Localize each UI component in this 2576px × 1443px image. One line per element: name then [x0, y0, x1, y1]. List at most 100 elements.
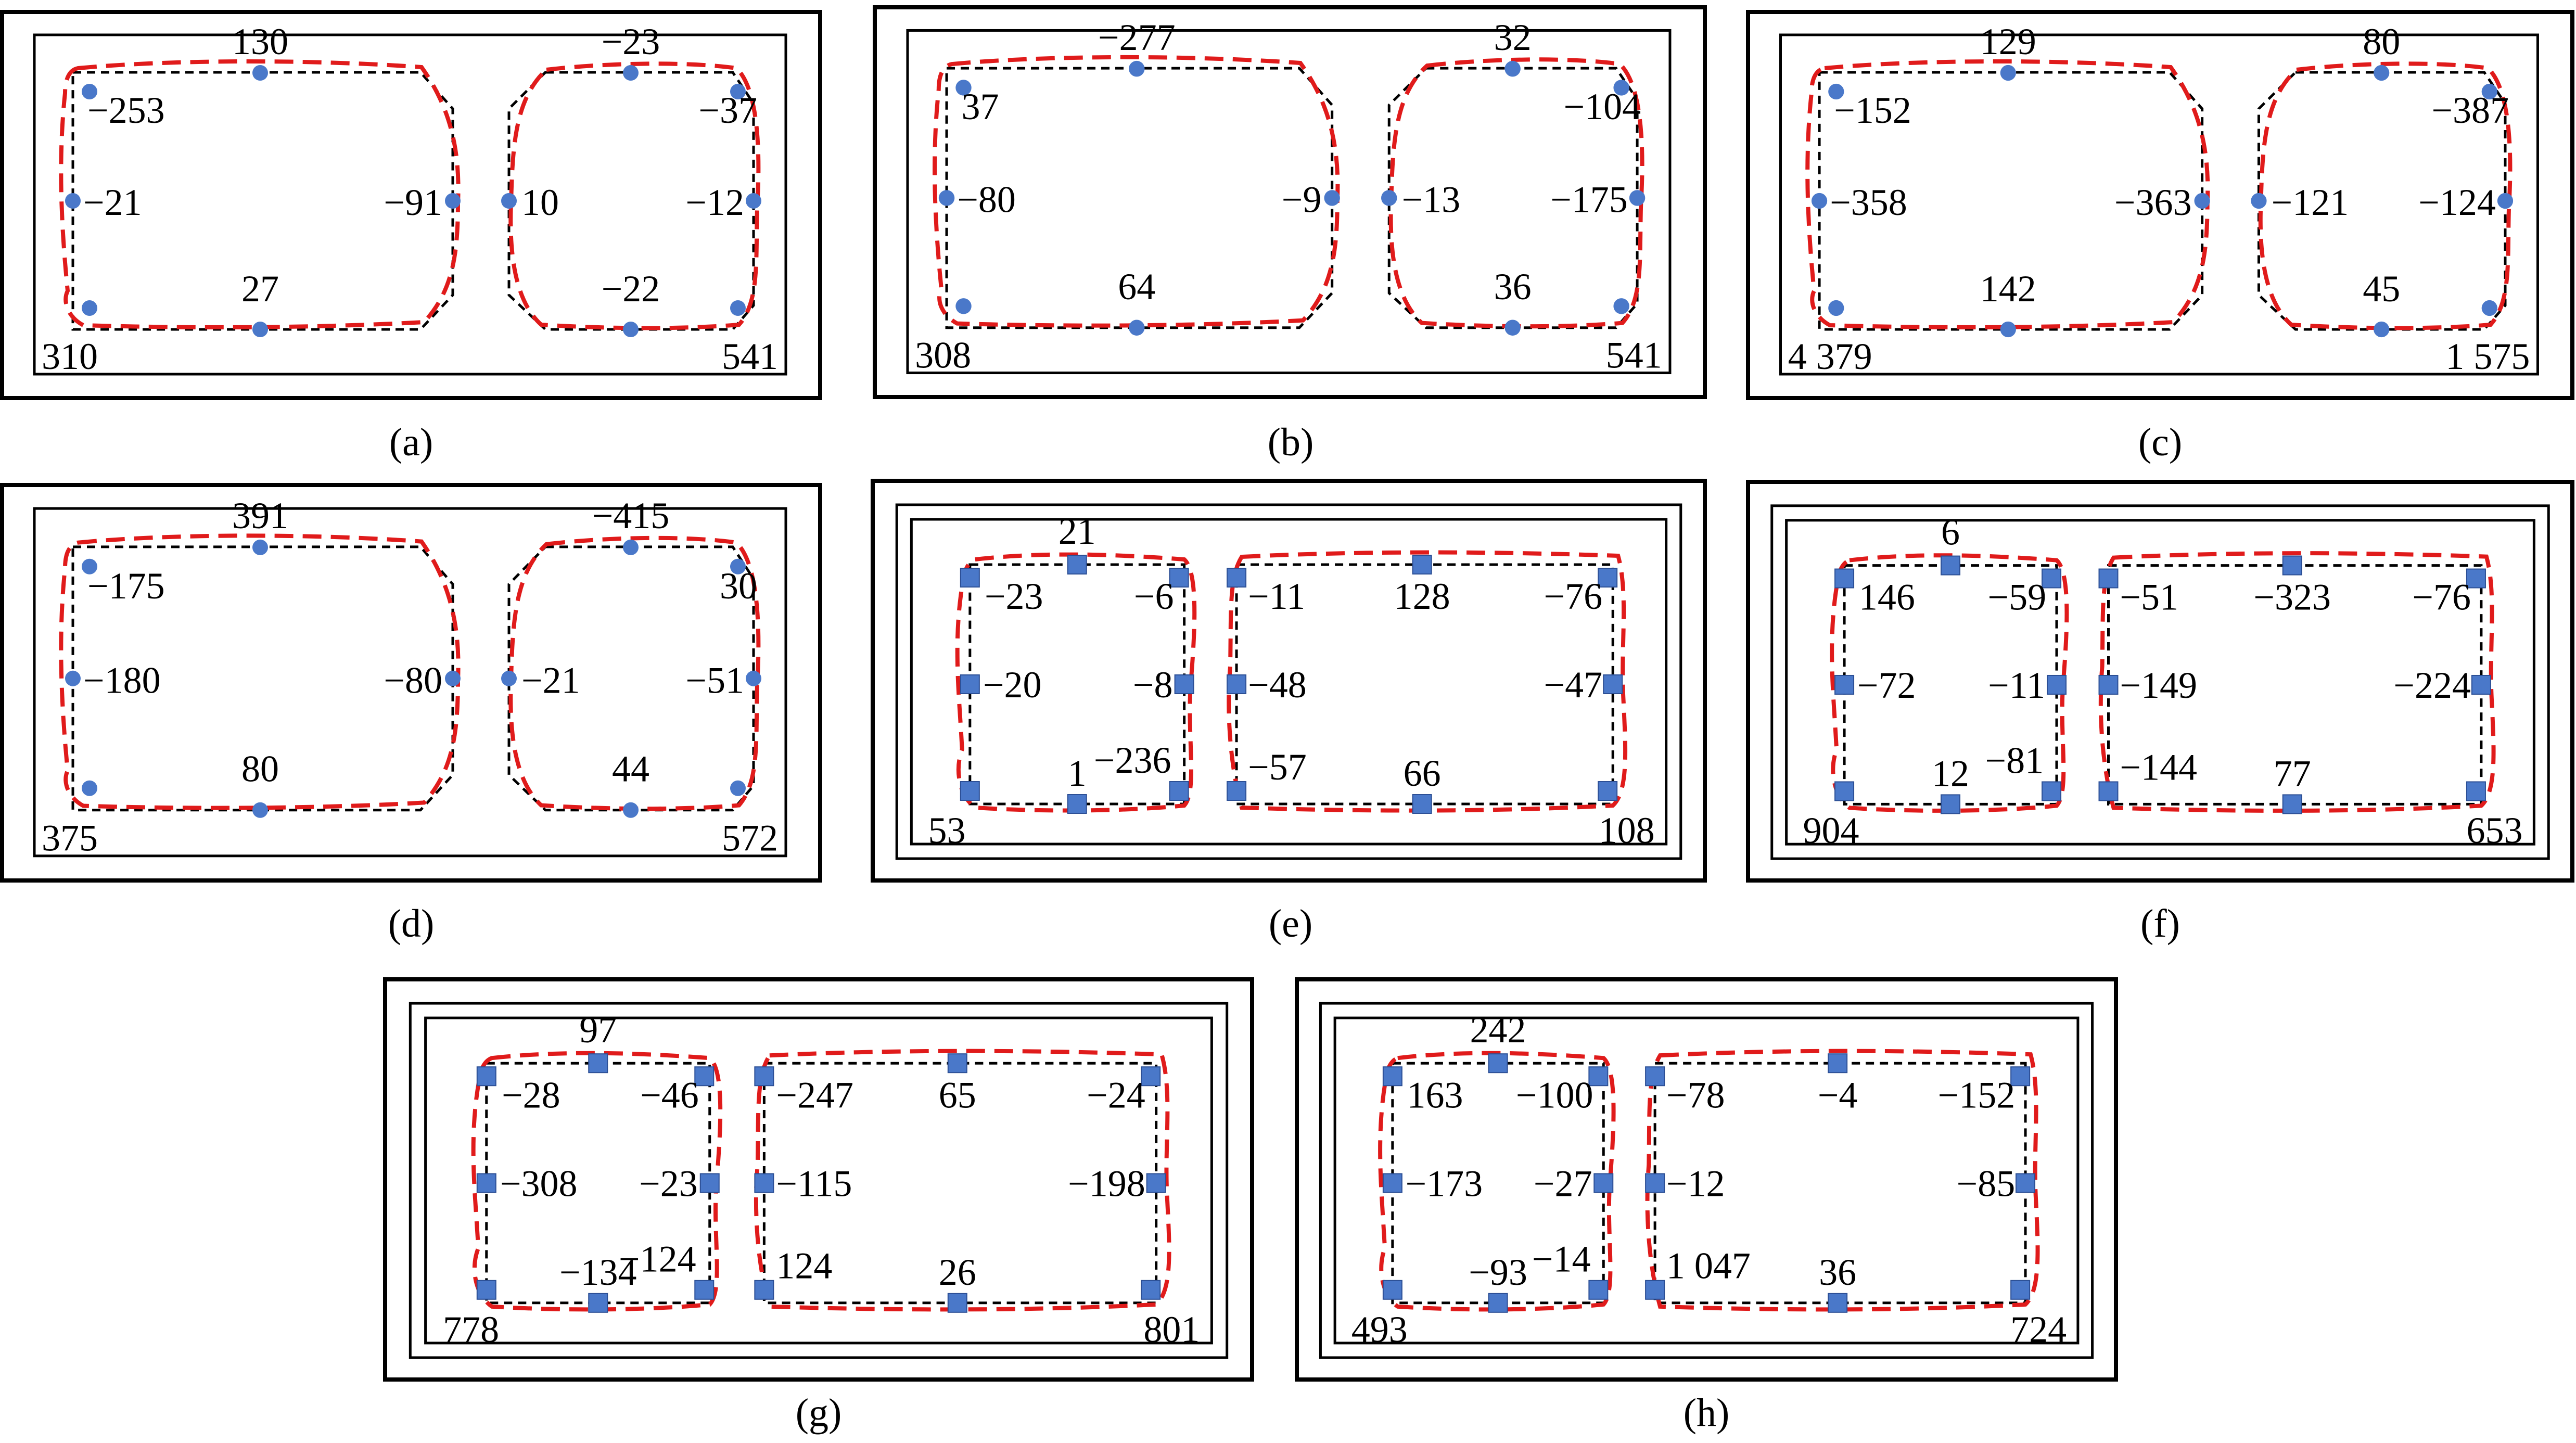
strain-value: 124: [776, 1245, 832, 1287]
left-deformation-curve: [59, 59, 461, 329]
sensor-square: [1382, 1066, 1402, 1087]
left-deformation-curve: [1805, 59, 2210, 329]
strain-value: 142: [1980, 268, 2036, 310]
sensor-square: [1227, 568, 1247, 588]
strain-value: −85: [1957, 1163, 2016, 1205]
sensor-dot: [501, 193, 517, 209]
outer-frame: [0, 483, 822, 883]
sensor-square: [1598, 568, 1618, 588]
sensor-dot: [82, 558, 97, 574]
strain-value: 493: [1351, 1309, 1408, 1350]
sensor-square: [1382, 1173, 1402, 1193]
strain-value: 26: [939, 1252, 976, 1293]
panel-caption: (h): [1684, 1391, 1730, 1435]
sensor-square: [960, 674, 980, 694]
strain-value: −152: [1834, 90, 1911, 131]
strain-value: −175: [1550, 179, 1628, 221]
strain-value: −12: [685, 182, 744, 223]
strain-value: −277: [1098, 17, 1176, 58]
sensor-dot: [1613, 80, 1629, 96]
sensor-dot: [252, 65, 268, 81]
sensor-dot: [2000, 65, 2016, 81]
strain-value: −22: [602, 268, 660, 310]
strain-value: −308: [500, 1163, 578, 1205]
sensor-dot: [2481, 300, 2497, 316]
sensor-square: [1412, 555, 1432, 574]
sensor-square: [1645, 1173, 1665, 1193]
sensor-square: [1169, 568, 1189, 588]
strain-value: −144: [2120, 747, 2197, 788]
sensor-square: [2047, 674, 2067, 695]
outer-frame: [1295, 977, 2118, 1382]
outer-frame: [871, 479, 1707, 883]
strain-value: 77: [2274, 752, 2311, 794]
left-deformation-curve: [59, 533, 461, 810]
strain-value: −24: [1087, 1074, 1145, 1116]
sensor-dot: [445, 670, 461, 686]
right-cell-outline: [507, 545, 755, 812]
sensor-square: [2042, 781, 2062, 801]
sensor-dot: [252, 539, 268, 555]
sensor-square: [947, 1053, 967, 1074]
strain-value: −9: [1282, 179, 1322, 221]
strain-value: −100: [1516, 1074, 1593, 1116]
strain-value: 21: [1059, 510, 1096, 552]
panel-caption: (b): [1268, 420, 1314, 464]
sensor-dot: [65, 193, 81, 209]
strain-value: −48: [1248, 664, 1307, 706]
strain-value: −323: [2253, 576, 2331, 618]
sensor-dot: [623, 65, 639, 81]
sensor-dot: [2251, 193, 2267, 209]
outer-frame: [0, 10, 822, 400]
strain-value: 64: [1118, 266, 1155, 308]
strain-value: 6: [1941, 512, 1960, 553]
sensor-square: [1382, 1280, 1402, 1300]
strain-value: −72: [1857, 665, 1916, 706]
strain-value: −152: [1938, 1074, 2016, 1116]
sensor-square: [1488, 1053, 1508, 1074]
strain-value: −415: [592, 495, 670, 537]
panel-f: 6146−59−51−323−76−72−11−149−22412−81−144…: [1746, 480, 2574, 883]
strain-value: 904: [1803, 810, 1859, 851]
strain-value: −80: [957, 179, 1016, 221]
strain-value: −28: [502, 1074, 560, 1116]
strain-value: −8: [1133, 664, 1173, 706]
sensor-square: [1169, 781, 1189, 801]
strain-value: −121: [2272, 182, 2349, 223]
strain-value: −115: [776, 1163, 852, 1205]
sensor-square: [588, 1293, 608, 1313]
strain-value: −21: [521, 659, 580, 701]
panel-caption: (e): [1269, 902, 1312, 946]
right-deformation-curve: [2098, 551, 2496, 813]
sensor-dot: [955, 298, 972, 314]
inner-frame: [33, 507, 787, 858]
panel-caption: (c): [2138, 420, 2182, 464]
sensor-square: [1067, 555, 1087, 574]
strain-value: 242: [1470, 1009, 1526, 1051]
left-cell-outline: [71, 71, 454, 331]
strain-value: −76: [1544, 576, 1603, 617]
strain-value: 66: [1404, 752, 1441, 794]
sensor-dot: [730, 300, 746, 316]
sensor-square: [1141, 1066, 1161, 1087]
sensor-square: [2010, 1066, 2031, 1087]
panel-caption: (f): [2140, 902, 2180, 946]
sensor-dot: [65, 670, 81, 686]
sensor-dot: [2194, 193, 2210, 209]
strain-value: −247: [776, 1074, 853, 1116]
strain-value: −51: [685, 659, 744, 701]
right-deformation-curve: [508, 61, 761, 330]
sensor-square: [2466, 781, 2486, 801]
strain-value: −78: [1666, 1074, 1725, 1116]
strain-value: 163: [1407, 1074, 1463, 1116]
strain-value: −180: [83, 659, 161, 701]
strain-value: 128: [1394, 576, 1450, 617]
sensor-square: [1941, 555, 1961, 576]
sensor-square: [754, 1173, 774, 1193]
sensor-square: [1412, 794, 1432, 814]
strain-value: 10: [521, 182, 559, 223]
strain-value: 45: [2363, 268, 2400, 310]
sensor-square: [699, 1173, 720, 1193]
sensor-square: [754, 1066, 774, 1087]
